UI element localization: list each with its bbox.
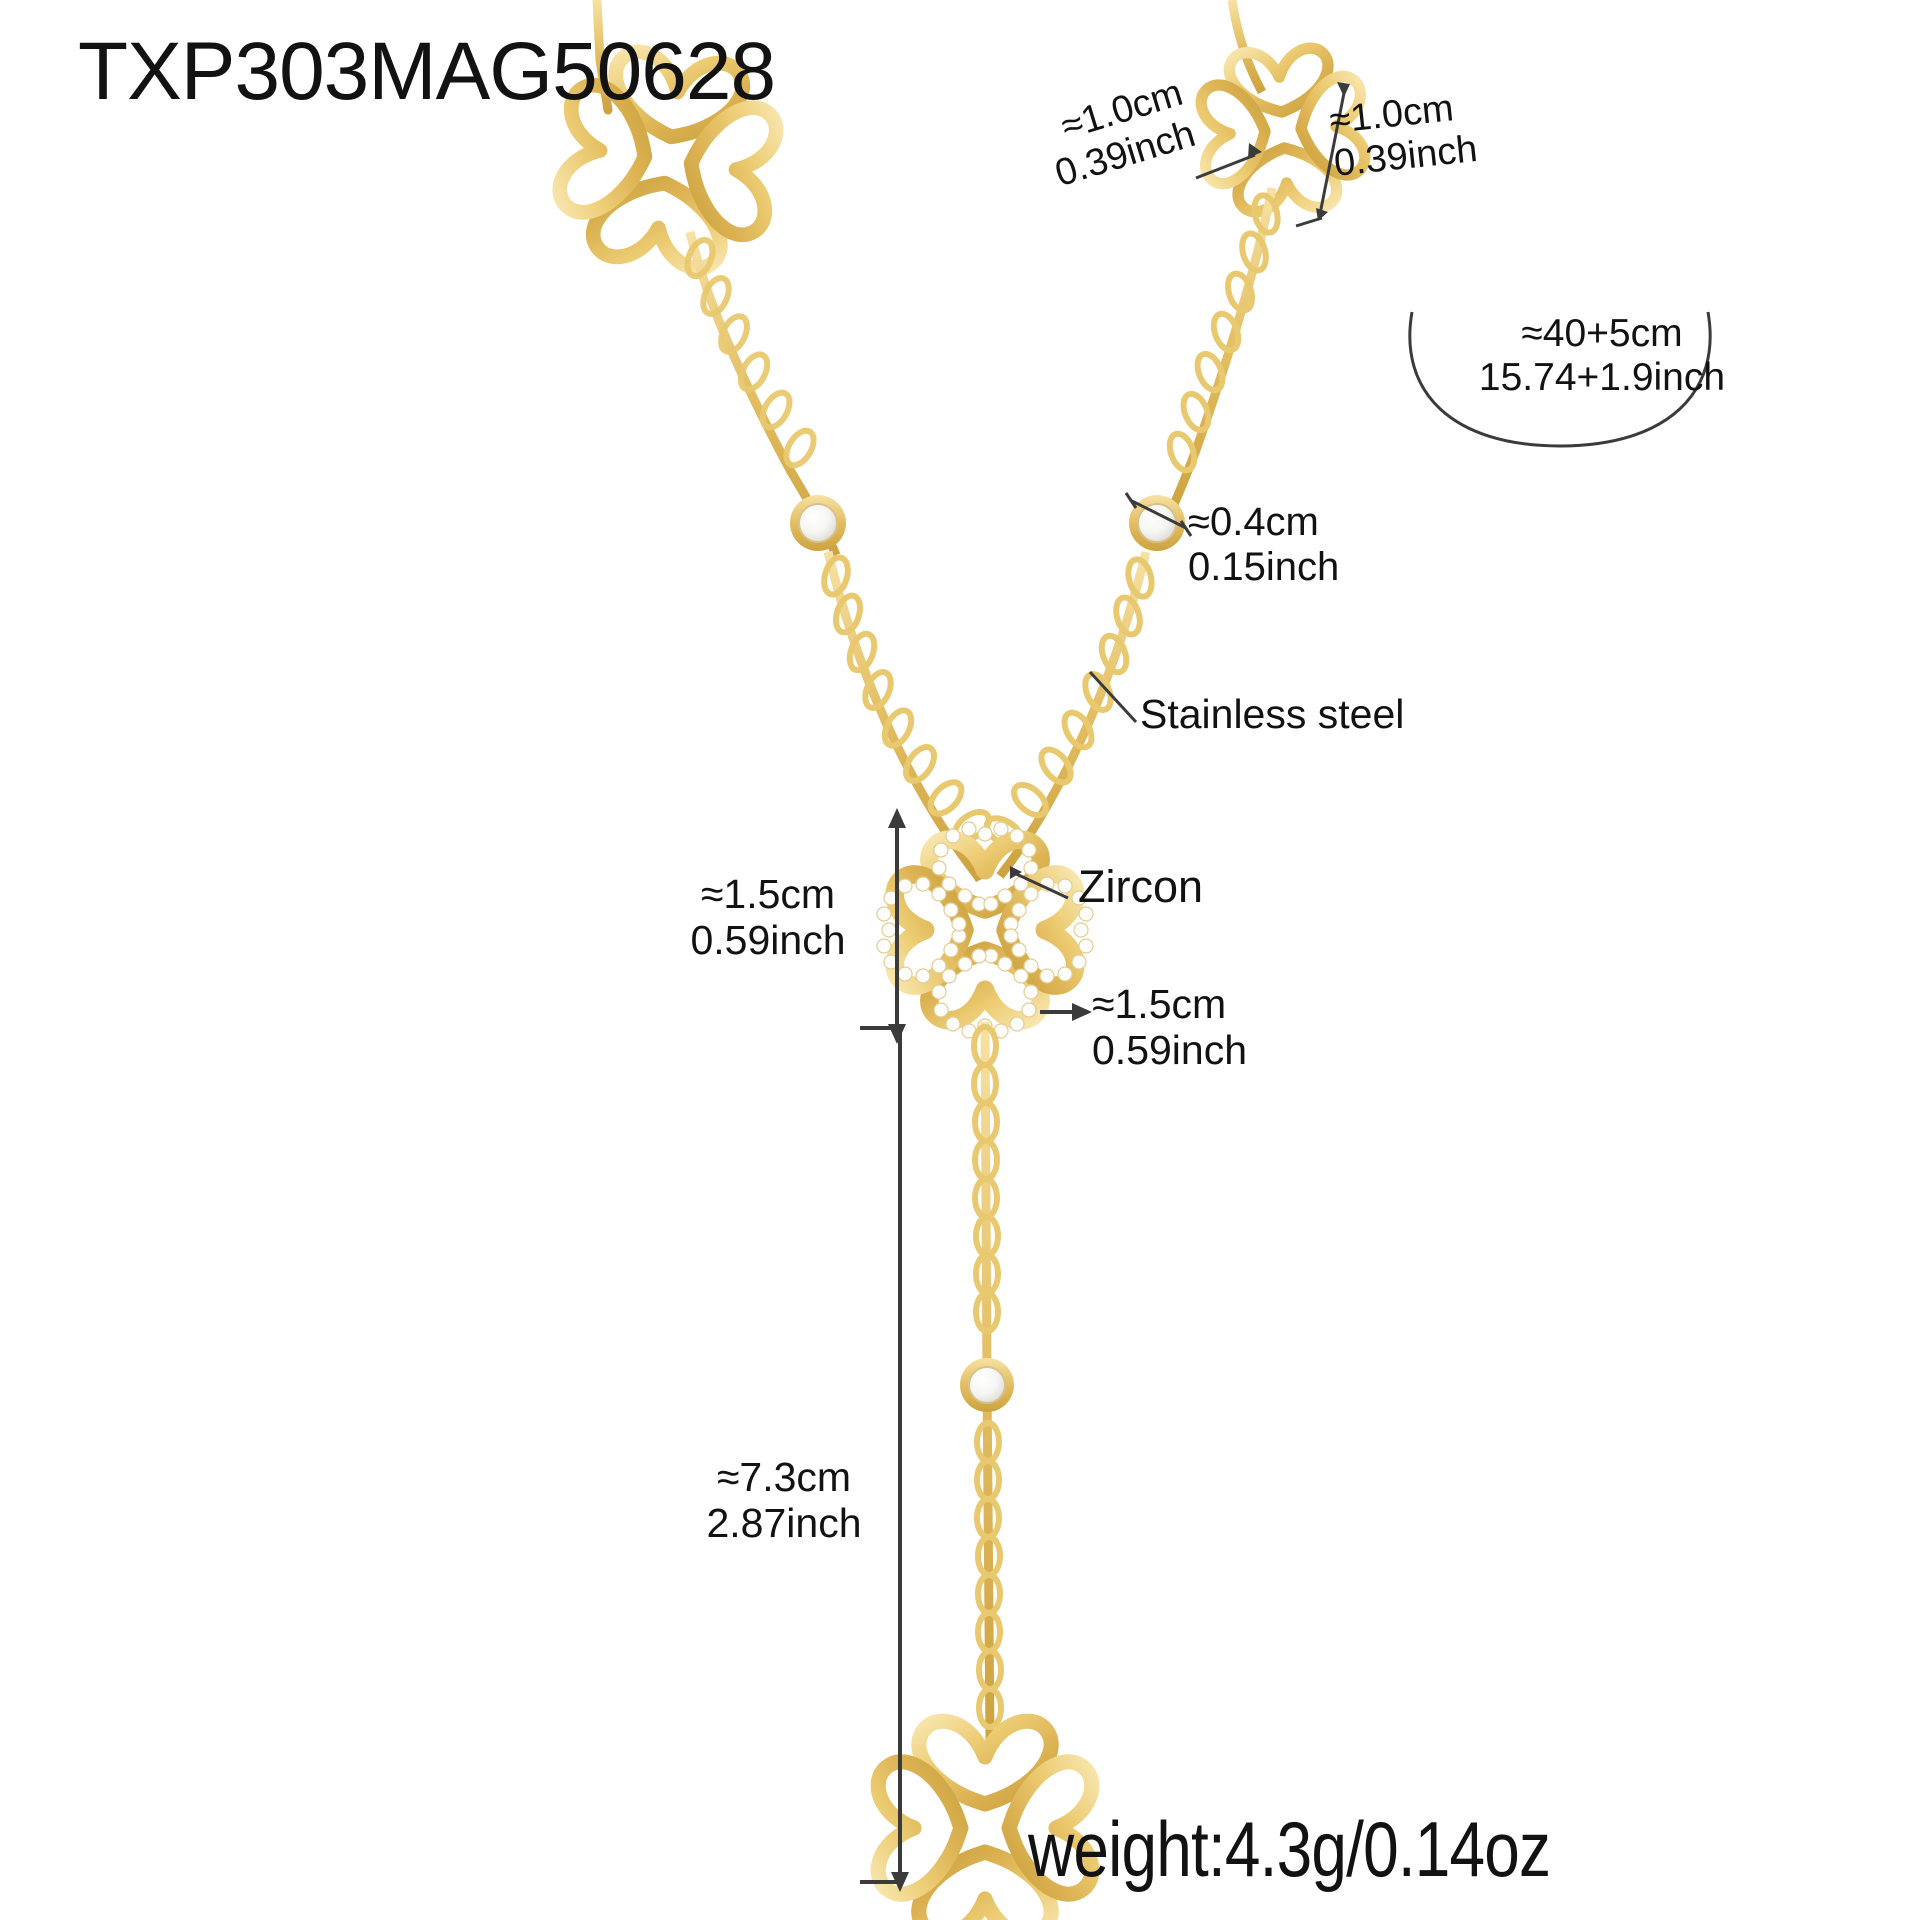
pendant-clover-pave	[876, 821, 1094, 1039]
chain-left-lower-links	[821, 554, 992, 844]
annotation-lines	[860, 82, 1712, 1892]
stone-label-zircon: Zircon	[1078, 861, 1204, 912]
chain-right-lower	[996, 550, 1151, 879]
dimension-label-chain-length: ≈40+5cm 15.74+1.9inch	[1478, 312, 1726, 399]
zircon-bead-right	[1129, 495, 1185, 551]
leader-stainless-steel	[1088, 670, 1138, 724]
zircon-bead-drop	[960, 1358, 1014, 1412]
dim-drop-length	[860, 1026, 909, 1892]
chain-right-links	[1166, 192, 1281, 474]
material-label: Stainless steel	[1140, 691, 1405, 737]
dimension-label-drop-length: ≈7.3cm 2.87inch	[706, 1454, 862, 1546]
product-sku-code: TXP303MAG50628	[78, 26, 776, 117]
dimension-label-bead-diameter: ≈0.4cm 0.15inch	[1188, 500, 1340, 589]
dimension-label-clover-height: ≈1.0cm 0.39inch	[1327, 87, 1480, 185]
chain-drop-links	[971, 1024, 1004, 1730]
dimension-label-pendant-height: ≈1.5cm 0.59inch	[690, 871, 846, 963]
zircon-bead-left	[790, 495, 846, 551]
chain-left-links	[684, 236, 817, 469]
dim-pendant-width	[1040, 1003, 1092, 1021]
dim-arrow-clover-width	[1195, 143, 1262, 180]
product-weight-label: weight:4.3g/0.14oz	[1028, 1805, 1551, 1893]
dim-arrow-clover-height	[1295, 82, 1350, 228]
necklace-length-outline	[1408, 311, 1712, 448]
leader-zircon	[1010, 866, 1069, 900]
chain-right-lower-links	[983, 556, 1155, 849]
chain-right-segment	[1166, 187, 1277, 515]
dimension-label-pendant-width: ≈1.5cm 0.59inch	[1092, 981, 1248, 1073]
chain-left-lower	[823, 550, 985, 883]
dim-caliper-bead	[1124, 492, 1193, 537]
